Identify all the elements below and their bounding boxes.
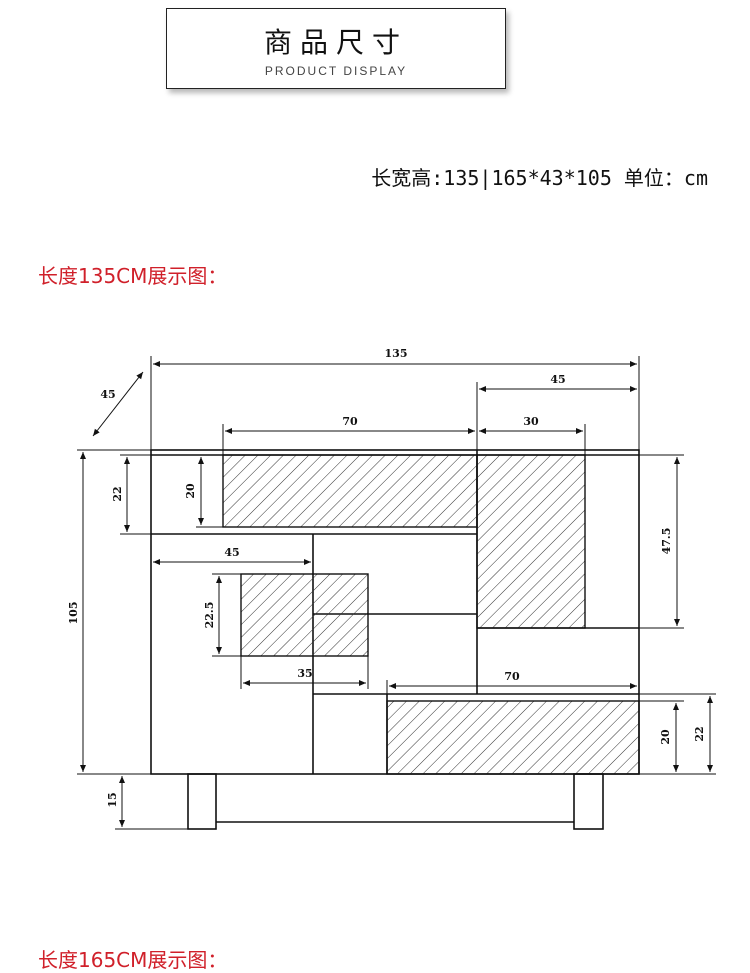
title-box: 商品尺寸 PRODUCT DISPLAY xyxy=(166,8,506,89)
top-hatched-panel xyxy=(222,454,478,528)
right-hatched-panel xyxy=(476,454,586,629)
label-top-left-span: 70 xyxy=(342,415,358,428)
dimension-lines xyxy=(77,356,716,830)
label-depth: 45 xyxy=(100,388,115,401)
label-leg-height: 15 xyxy=(106,792,119,807)
label-top-right-span: 30 xyxy=(523,415,539,428)
dimensions-text: 长宽高:135|165*43*105 单位：cm xyxy=(371,166,708,190)
section-heading-135: 长度135CM展示图： xyxy=(38,264,228,288)
page-title: 商品尺寸 xyxy=(263,26,408,59)
label-right-panel-height: 47.5 xyxy=(660,528,673,555)
label-top-panel-height: 20 xyxy=(184,483,197,499)
left-leg xyxy=(187,773,217,830)
label-top-right-width: 45 xyxy=(550,373,565,386)
label-bottom-panel-height: 20 xyxy=(659,729,672,745)
label-mid-left-width: 45 xyxy=(224,546,239,559)
hatched-panels xyxy=(222,454,640,775)
middle-hatched-box xyxy=(240,573,369,657)
label-total-width: 135 xyxy=(385,347,408,360)
label-mid-box-width: 35 xyxy=(297,667,312,680)
bottom-hatched-panel xyxy=(386,700,640,775)
page-subtitle: PRODUCT DISPLAY xyxy=(264,64,408,78)
label-left-top-height: 22 xyxy=(111,486,124,501)
cabinet-base xyxy=(187,773,604,830)
label-bottom-right-height: 22 xyxy=(693,726,706,741)
label-total-height: 105 xyxy=(67,602,80,625)
label-bottom-span: 70 xyxy=(504,670,520,683)
dimension-labels: 135 45 45 70 30 22 20 47.5 105 45 22.5 3… xyxy=(67,347,706,808)
label-mid-box-height: 22.5 xyxy=(203,602,216,629)
right-leg xyxy=(573,773,604,830)
section-heading-165: 长度165CM展示图： xyxy=(38,948,228,972)
